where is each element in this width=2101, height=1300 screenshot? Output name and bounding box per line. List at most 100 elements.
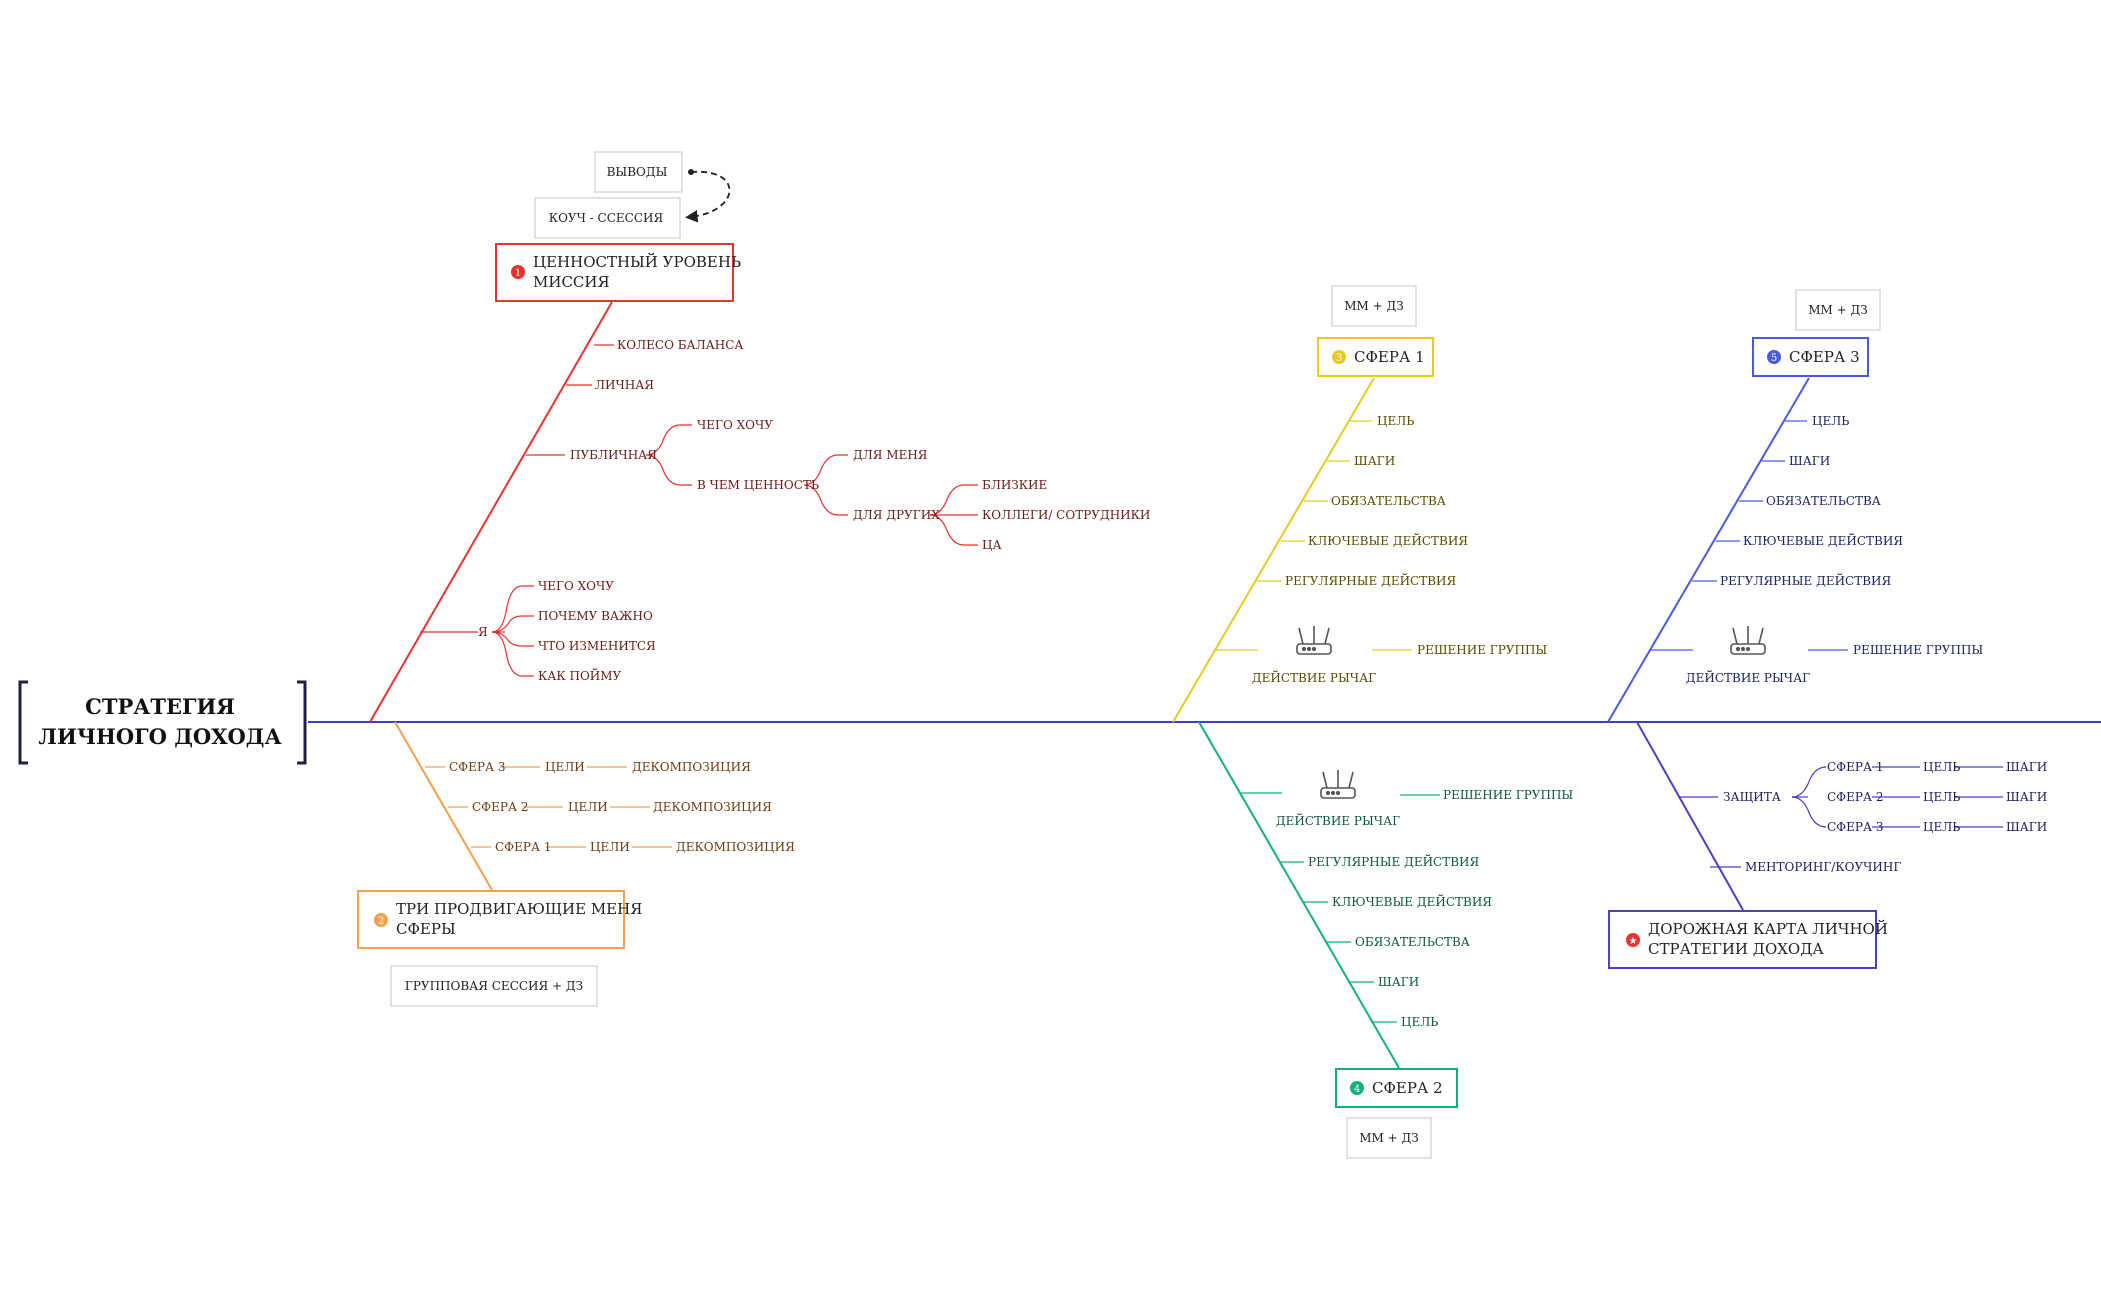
spheres-row-1-sphere[interactable]: СФЕРА 2 (472, 800, 529, 814)
label-ya[interactable]: Я (478, 625, 488, 639)
label-v-chem[interactable]: В ЧЕМ ЦЕННОСТЬ (697, 478, 819, 492)
sphere1-item-0[interactable]: ЦЕЛЬ (1377, 414, 1414, 428)
roadmap-box[interactable]: ★ ДОРОЖНАЯ КАРТА ЛИЧНОЙ СТРАТЕГИИ ДОХОДА (1608, 910, 1888, 969)
router-icon (1730, 626, 1766, 655)
sphere1-item-3[interactable]: КЛЮЧЕВЫЕ ДЕЙСТВИЯ (1308, 532, 1468, 548)
branch-spheres (394, 721, 672, 891)
sphere2-item-4[interactable]: ЦЕЛЬ (1401, 1015, 1438, 1029)
sphere3-lever[interactable]: ДЕЙСТВИЕ РЫЧАГ (1686, 669, 1810, 685)
router-icon (1296, 626, 1332, 655)
sphere3-item-3[interactable]: КЛЮЧЕВЫЕ ДЕЙСТВИЯ (1743, 532, 1903, 548)
branch-sphere1 (1172, 377, 1412, 723)
mission-title-line2: МИССИЯ (533, 273, 610, 291)
label-publichnaya[interactable]: ПУБЛИЧНАЯ (570, 448, 657, 462)
label-dlya-drugih[interactable]: ДЛЯ ДРУГИХ (853, 508, 940, 522)
star-icon: ★ (1629, 936, 1638, 947)
sphere2-item-1[interactable]: КЛЮЧЕВЫЕ ДЕЙСТВИЯ (1332, 893, 1492, 909)
note-group[interactable]: ГРУППОВАЯ СЕССИЯ + ДЗ (390, 965, 598, 1007)
sphere1-labels: ЦЕЛЬ ШАГИ ОБЯЗАТЕЛЬСТВА КЛЮЧЕВЫЕ ДЕЙСТВИ… (1252, 414, 1548, 685)
mission-title-line1: ЦЕННОСТНЫЙ УРОВЕНЬ (533, 252, 741, 271)
spheres-row-2-goal[interactable]: ЦЕЛИ (590, 840, 630, 854)
sphere2-decision[interactable]: РЕШЕНИЕ ГРУППЫ (1443, 788, 1573, 802)
note-mm-dz-3[interactable]: ММ + ДЗ (1795, 289, 1881, 331)
spheres-row-2-sphere[interactable]: СФЕРА 1 (495, 840, 552, 854)
roadmap-row-0-sphere[interactable]: СФЕРА 1 (1827, 760, 1884, 774)
sphere3-item-1[interactable]: ШАГИ (1789, 454, 1830, 468)
sphere3-labels: ЦЕЛЬ ШАГИ ОБЯЗАТЕЛЬСТВА КЛЮЧЕВЫЕ ДЕЙСТВИ… (1686, 414, 1984, 685)
note-mm-dz-1-text: ММ + ДЗ (1344, 299, 1404, 313)
note-coach-text: КОУЧ - ССЕССИЯ (549, 211, 664, 225)
sphere2-title: СФЕРА 2 (1372, 1079, 1443, 1097)
label-koleso[interactable]: КОЛЕСО БАЛАНСА (617, 338, 743, 352)
mission-labels: КОЛЕСО БАЛАНСА ЛИЧНАЯ ПУБЛИЧНАЯ ЧЕГО ХОЧ… (478, 338, 1150, 683)
spheres-row-1-goal[interactable]: ЦЕЛИ (568, 800, 608, 814)
roadmap-mentoring[interactable]: МЕНТОРИНГ/КОУЧИНГ (1745, 860, 1901, 874)
spheres-labels: СФЕРА 3 ЦЕЛИ ДЕКОМПОЗИЦИЯ СФЕРА 2 ЦЕЛИ Д… (449, 760, 795, 854)
sphere1-lever[interactable]: ДЕЙСТВИЕ РЫЧАГ (1252, 669, 1376, 685)
spheres-row-0-sphere[interactable]: СФЕРА 3 (449, 760, 506, 774)
router-icon (1320, 770, 1356, 799)
label-ya-item-3[interactable]: КАК ПОЙМУ (538, 667, 622, 683)
spheres-title-line2: СФЕРЫ (396, 920, 456, 938)
label-ca[interactable]: ЦА (982, 538, 1002, 552)
mission-box[interactable]: 1 ЦЕННОСТНЫЙ УРОВЕНЬ МИССИЯ (495, 243, 741, 302)
sphere1-badge: 3 (1336, 353, 1342, 364)
spheres-row-0-decomp[interactable]: ДЕКОМПОЗИЦИЯ (632, 760, 751, 774)
note-mm-dz-2-text: ММ + ДЗ (1359, 1131, 1419, 1145)
sphere2-lever[interactable]: ДЕЙСТВИЕ РЫЧАГ (1276, 812, 1400, 828)
roadmap-title-line1: ДОРОЖНАЯ КАРТА ЛИЧНОЙ (1648, 919, 1888, 938)
label-dlya-menya[interactable]: ДЛЯ МЕНЯ (853, 448, 928, 462)
label-ya-item-0[interactable]: ЧЕГО ХОЧУ (538, 579, 614, 593)
branch-roadmap (1636, 721, 2003, 911)
sphere2-item-0[interactable]: РЕГУЛЯРНЫЕ ДЕЙСТВИЯ (1308, 853, 1480, 869)
sphere1-box[interactable]: 3 СФЕРА 1 (1317, 337, 1434, 377)
spheres-box[interactable]: 2 ТРИ ПРОДВИГАЮЩИЕ МЕНЯ СФЕРЫ (357, 890, 642, 949)
roadmap-row-1-sphere[interactable]: СФЕРА 2 (1827, 790, 1884, 804)
roadmap-row-2-steps[interactable]: ШАГИ (2006, 820, 2047, 834)
roadmap-row-2-goal[interactable]: ЦЕЛЬ (1923, 820, 1960, 834)
diagram-head[interactable]: СТРАТЕГИЯ ЛИЧНОГО ДОХОДА (18, 680, 307, 765)
label-ya-item-2[interactable]: ЧТО ИЗМЕНИТСЯ (538, 639, 656, 653)
sphere3-item-4[interactable]: РЕГУЛЯРНЫЕ ДЕЙСТВИЯ (1720, 572, 1892, 588)
sphere2-labels: ДЕЙСТВИЕ РЫЧАГ РЕШЕНИЕ ГРУППЫ РЕГУЛЯРНЫЕ… (1276, 788, 1574, 1029)
note-group-text: ГРУППОВАЯ СЕССИЯ + ДЗ (405, 979, 583, 993)
sphere3-box[interactable]: 5 СФЕРА 3 (1752, 337, 1869, 377)
sphere1-decision[interactable]: РЕШЕНИЕ ГРУППЫ (1417, 643, 1547, 657)
spheres-row-1-decomp[interactable]: ДЕКОМПОЗИЦИЯ (653, 800, 772, 814)
sphere2-box[interactable]: 4 СФЕРА 2 (1335, 1068, 1458, 1108)
branch-mission (369, 301, 978, 723)
note-mm-dz-2[interactable]: ММ + ДЗ (1346, 1117, 1432, 1159)
note-vyvody[interactable]: ВЫВОДЫ (594, 151, 683, 193)
sphere1-item-1[interactable]: ШАГИ (1354, 454, 1395, 468)
sphere1-title: СФЕРА 1 (1354, 348, 1425, 366)
sphere3-item-2[interactable]: ОБЯЗАТЕЛЬСТВА (1766, 494, 1881, 508)
roadmap-row-0-steps[interactable]: ШАГИ (2006, 760, 2047, 774)
spheres-title-line1: ТРИ ПРОДВИГАЮЩИЕ МЕНЯ (396, 900, 642, 918)
sphere2-item-2[interactable]: ОБЯЗАТЕЛЬСТВА (1355, 935, 1470, 949)
note-vyvody-text: ВЫВОДЫ (607, 165, 668, 179)
sphere1-item-4[interactable]: РЕГУЛЯРНЫЕ ДЕЙСТВИЯ (1285, 572, 1457, 588)
roadmap-row-1-goal[interactable]: ЦЕЛЬ (1923, 790, 1960, 804)
spheres-row-0-goal[interactable]: ЦЕЛИ (545, 760, 585, 774)
label-kollegi[interactable]: КОЛЛЕГИ/ СОТРУДНИКИ (982, 508, 1150, 522)
spheres-row-2-decomp[interactable]: ДЕКОМПОЗИЦИЯ (676, 840, 795, 854)
roadmap-row-2-sphere[interactable]: СФЕРА 3 (1827, 820, 1884, 834)
note-coach[interactable]: КОУЧ - ССЕССИЯ (534, 197, 681, 239)
roadmap-labels: ЗАЩИТА СФЕРА 1 ЦЕЛЬ ШАГИ СФЕРА 2 ЦЕЛЬ ША… (1723, 760, 2047, 874)
sphere2-item-3[interactable]: ШАГИ (1378, 975, 1419, 989)
label-chego-hochu[interactable]: ЧЕГО ХОЧУ (697, 418, 773, 432)
label-ya-item-1[interactable]: ПОЧЕМУ ВАЖНО (538, 609, 653, 623)
sphere3-item-0[interactable]: ЦЕЛЬ (1812, 414, 1849, 428)
sphere3-decision[interactable]: РЕШЕНИЕ ГРУППЫ (1853, 643, 1983, 657)
label-blizkie[interactable]: БЛИЗКИЕ (982, 478, 1047, 492)
roadmap-zashita[interactable]: ЗАЩИТА (1723, 790, 1781, 804)
sphere1-item-2[interactable]: ОБЯЗАТЕЛЬСТВА (1331, 494, 1446, 508)
label-lichnaya[interactable]: ЛИЧНАЯ (595, 378, 654, 392)
note-mm-dz-3-text: ММ + ДЗ (1808, 303, 1868, 317)
note-mm-dz-1[interactable]: ММ + ДЗ (1331, 285, 1417, 327)
roadmap-row-0-goal[interactable]: ЦЕЛЬ (1923, 760, 1960, 774)
roadmap-row-1-steps[interactable]: ШАГИ (2006, 790, 2047, 804)
roadmap-title-line2: СТРАТЕГИИ ДОХОДА (1648, 940, 1824, 958)
spheres-badge: 2 (378, 916, 384, 927)
